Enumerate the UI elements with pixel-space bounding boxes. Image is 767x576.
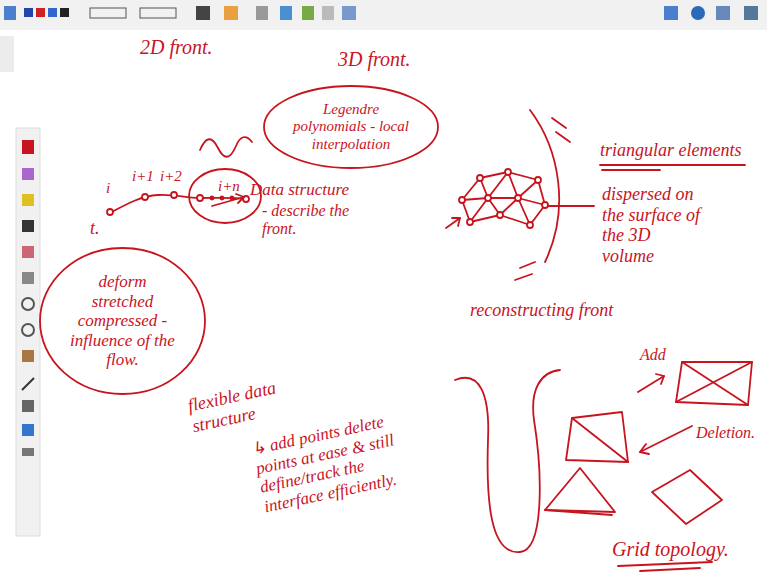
handwritten-note: Deletion. [696,424,755,442]
handwritten-note: i+2 [160,168,182,185]
note-text: Legendre polynomials - local interpolati… [292,101,410,153]
circled-note: Legendre polynomials - local interpolati… [262,84,440,170]
handwritten-note: 3D front. [338,48,411,71]
ink-strokes [107,110,752,571]
handwritten-note: i+n [218,178,240,195]
handwritten-note: i [106,180,110,197]
side-palette [0,36,40,536]
handwritten-note: reconstructing front [470,300,613,321]
circled-note: deform stretched compressed - influence … [38,246,207,396]
handwritten-note: flexible data structure [186,373,302,436]
handwritten-note: t. [90,218,100,239]
handwritten-note: ↳ add points delete points at ease & sti… [250,405,433,517]
note-text: deform stretched compressed - influence … [67,272,179,370]
handwritten-note: Add [640,346,666,364]
handwritten-note: 2D front. [140,36,213,59]
handwritten-note: i+1 [132,168,154,185]
toolbar [0,0,767,30]
handwritten-note: - describe the front. [262,202,362,239]
handwritten-note: Data structure [250,180,349,200]
handwritten-note: triangular elements [600,140,742,161]
handwritten-note: Grid topology. [612,538,729,561]
handwritten-note: dispersed on the surface of the 3D volum… [602,184,702,267]
